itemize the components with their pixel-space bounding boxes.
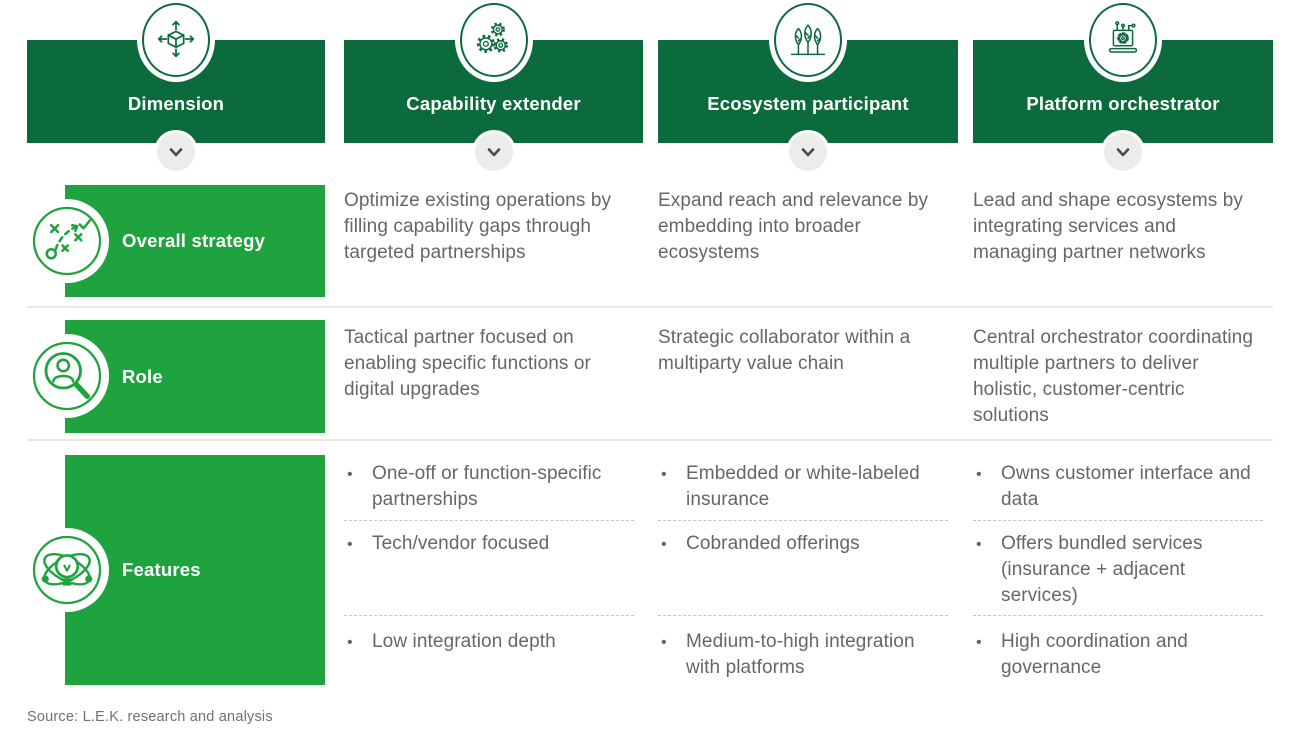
bullet-icon bbox=[658, 461, 686, 513]
feature-text: High coordination and governance bbox=[1001, 631, 1188, 678]
bullet-icon bbox=[658, 629, 686, 681]
cell-strategy-platform-orchestrator: Lead and shape ecosystems by integrating… bbox=[973, 190, 1244, 263]
features-platform-orchestrator: Owns customer interface and data Offers … bbox=[973, 455, 1263, 681]
feature-text: Owns customer interface and data bbox=[1001, 463, 1251, 510]
row-separator bbox=[27, 306, 1273, 308]
idea-orbit-icon bbox=[25, 528, 109, 612]
row-separator bbox=[27, 439, 1273, 441]
chevron-down-icon bbox=[157, 133, 195, 171]
gears-icon bbox=[459, 3, 528, 77]
feature-bullet: Offers bundled services (insurance + adj… bbox=[973, 531, 1263, 609]
feature-cell: Medium-to-high integration with platform… bbox=[658, 616, 948, 681]
bullet-icon bbox=[658, 531, 686, 558]
row-header-label: Features bbox=[122, 559, 201, 580]
chevron-down-icon bbox=[789, 133, 827, 171]
bullet-icon bbox=[973, 531, 1001, 609]
column-dimension: Dimension bbox=[27, 0, 325, 192]
source-note: Source: L.E.K. research and analysis bbox=[27, 709, 273, 725]
strategy-playbook-icon bbox=[25, 199, 109, 283]
feature-bullet: High coordination and governance bbox=[973, 629, 1263, 681]
chevron-down-icon bbox=[1104, 133, 1142, 171]
column-header-label: Dimension bbox=[127, 92, 225, 114]
feature-bullet: One-off or function-specific partnership… bbox=[344, 461, 634, 513]
column-header-label: Ecosystem participant bbox=[707, 92, 909, 114]
feature-bullet: Owns customer interface and data bbox=[973, 461, 1263, 513]
column-header-label: Platform orchestrator bbox=[1026, 92, 1220, 114]
feature-text: Low integration depth bbox=[372, 631, 556, 652]
column-platform-orchestrator: Platform orchestrator bbox=[973, 0, 1273, 192]
cell-role-platform-orchestrator: Central orchestrator coordinating multip… bbox=[973, 327, 1253, 426]
chevron-down-icon bbox=[474, 133, 513, 171]
bullet-icon bbox=[344, 629, 372, 656]
feature-cell: Tech/vendor focused bbox=[344, 521, 634, 616]
feature-bullet: Tech/vendor focused bbox=[344, 531, 634, 558]
row-header-label: Overall strategy bbox=[122, 230, 266, 251]
column-capability-extender: Capability extender bbox=[344, 0, 643, 192]
feature-cell: Owns customer interface and data bbox=[973, 455, 1263, 521]
feature-text: Cobranded offerings bbox=[686, 533, 860, 554]
column-header-label: Capability extender bbox=[406, 92, 581, 114]
feature-cell: Offers bundled services (insurance + adj… bbox=[973, 521, 1263, 616]
cell-role-capability-extender: Tactical partner focused on enabling spe… bbox=[344, 327, 591, 400]
trees-icon bbox=[774, 3, 842, 77]
features-capability-extender: One-off or function-specific partnership… bbox=[344, 455, 634, 656]
feature-bullet: Embedded or white-labeled insurance bbox=[658, 461, 948, 513]
feature-bullet: Cobranded offerings bbox=[658, 531, 948, 558]
cell-strategy-ecosystem-participant: Expand reach and relevance by embedding … bbox=[658, 190, 929, 263]
feature-cell: Embedded or white-labeled insurance bbox=[658, 455, 948, 521]
cell-role-ecosystem-participant: Strategic collaborator within a multipar… bbox=[658, 327, 911, 374]
feature-cell: Cobranded offerings bbox=[658, 521, 948, 616]
features-ecosystem-participant: Embedded or white-labeled insurance Cobr… bbox=[658, 455, 948, 681]
laptop-gear-icon bbox=[1089, 3, 1157, 77]
bullet-icon bbox=[344, 461, 372, 513]
cube-axes-icon bbox=[142, 3, 210, 77]
feature-cell: Low integration depth bbox=[344, 616, 634, 656]
feature-text: Tech/vendor focused bbox=[372, 533, 550, 554]
feature-text: Embedded or white-labeled insurance bbox=[686, 463, 920, 510]
bullet-icon bbox=[344, 531, 372, 558]
cell-strategy-capability-extender: Optimize existing operations by filling … bbox=[344, 190, 612, 263]
feature-text: Medium-to-high integration with platform… bbox=[686, 631, 915, 678]
bullet-icon bbox=[973, 629, 1001, 681]
feature-text: Offers bundled services (insurance + adj… bbox=[1001, 533, 1203, 606]
feature-cell: High coordination and governance bbox=[973, 616, 1263, 681]
feature-bullet: Medium-to-high integration with platform… bbox=[658, 629, 948, 681]
bullet-icon bbox=[973, 461, 1001, 513]
feature-text: One-off or function-specific partnership… bbox=[372, 463, 602, 510]
feature-cell: One-off or function-specific partnership… bbox=[344, 455, 634, 521]
column-ecosystem-participant: Ecosystem participant bbox=[658, 0, 958, 192]
person-magnifier-icon bbox=[25, 334, 109, 418]
row-header-label: Role bbox=[122, 365, 163, 387]
feature-bullet: Low integration depth bbox=[344, 629, 634, 656]
